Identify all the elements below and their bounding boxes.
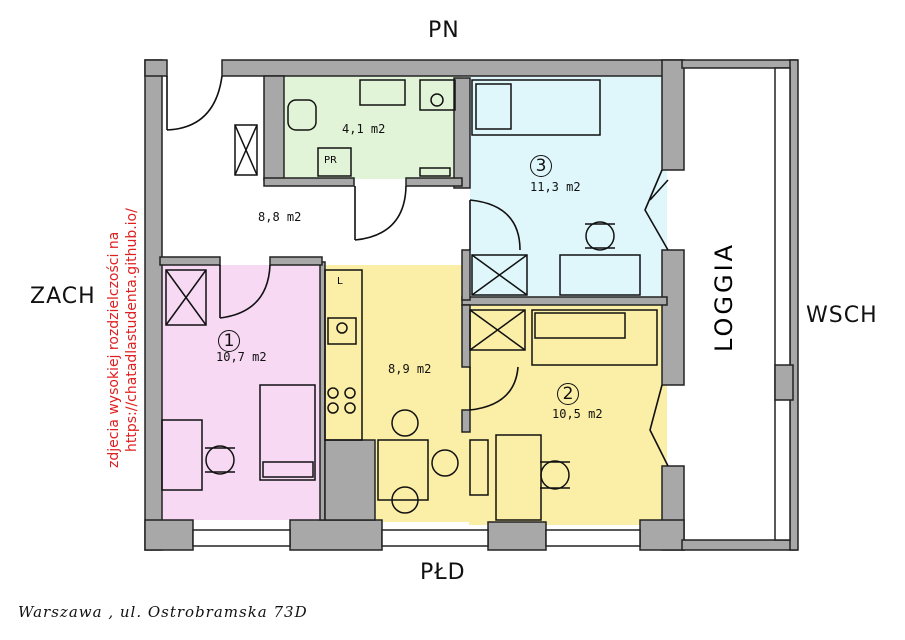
pr-label: PR <box>324 155 337 166</box>
room1-number: 1 <box>218 330 240 352</box>
walls <box>144 59 799 551</box>
loggia-column <box>774 364 794 401</box>
windows <box>192 67 791 547</box>
kitchen-area: 8,9 m2 <box>388 362 432 376</box>
kitchen-furniture <box>324 269 489 514</box>
watermark-line1: zdjecia wysokiej rozdzielczości na <box>106 231 122 468</box>
room1-area: 10,7 m2 <box>216 350 267 364</box>
room1-furniture <box>161 269 316 491</box>
hall-area: 8,8 m2 <box>258 210 302 224</box>
compass-south-label: PŁD <box>420 560 466 585</box>
compass-east-label: WSCH <box>806 303 878 328</box>
loggia-label: LOGGIA <box>710 241 738 352</box>
room3-area: 11,3 m2 <box>530 180 581 194</box>
room2-number: 2 <box>557 383 579 405</box>
compass-north-label: PN <box>428 18 460 43</box>
room3-furniture <box>471 79 641 296</box>
doors <box>166 75 669 467</box>
watermark-line2: https://chatadlastudenta.github.io/ <box>124 208 140 452</box>
compass-west-label: ZACH <box>30 284 96 309</box>
bathroom-area: 4,1 m2 <box>342 122 386 136</box>
address-caption: Warszawa , ul. Ostrobramska 73D <box>18 603 308 621</box>
room3-fill <box>470 76 667 299</box>
room1-fill <box>160 265 322 520</box>
room3-number: 3 <box>530 155 552 177</box>
kitchen-sign: L <box>337 276 343 287</box>
room2-area: 10,5 m2 <box>552 407 603 421</box>
bathroom-furniture <box>234 79 456 177</box>
room2-furniture <box>469 309 658 521</box>
